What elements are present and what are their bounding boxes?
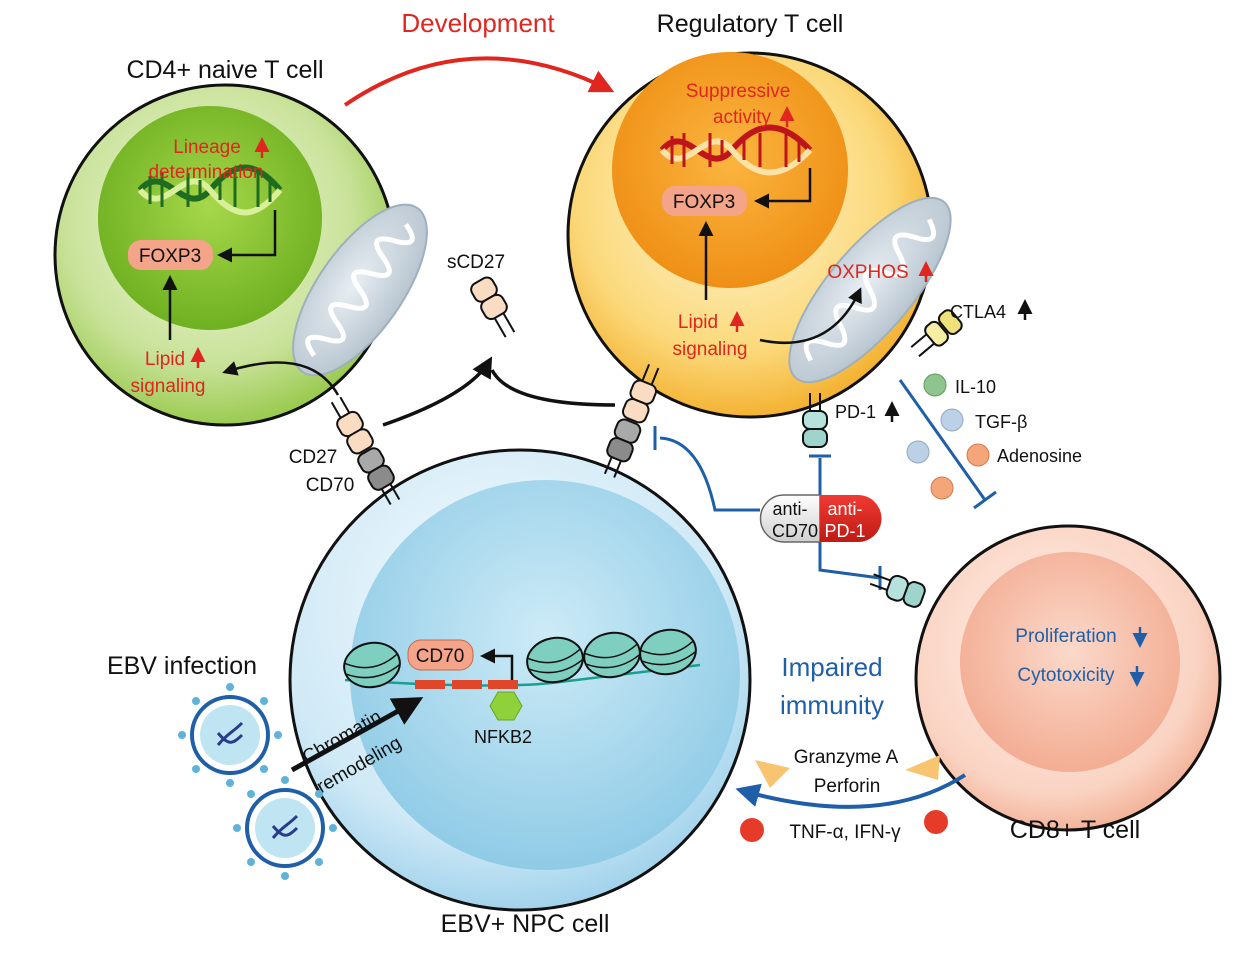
tgfb-molecule-2 bbox=[906, 440, 930, 464]
cd27-label: CD27 bbox=[289, 447, 338, 468]
lipid-to-oxphos-arrow bbox=[759, 287, 862, 345]
signaling-label: signaling bbox=[673, 339, 748, 360]
nucleosome-icon bbox=[639, 628, 697, 676]
cd4-nucleus bbox=[98, 106, 322, 330]
cd8-t-cell: Proliferation Cytotoxicity CD8+ T cell bbox=[914, 524, 1222, 844]
tgfb-label: TGF-β bbox=[975, 412, 1027, 432]
lipid-label: Lipid bbox=[678, 312, 718, 333]
impaired-label: Impaired bbox=[781, 652, 882, 682]
ebv-virus-icon bbox=[178, 683, 282, 787]
ebv-npc-cell: EBV+ NPC cell CD70 NFKB2 Chromatin rem bbox=[288, 448, 752, 938]
il10-label: IL-10 bbox=[955, 377, 996, 397]
cd27-cd70-complex-left bbox=[330, 396, 401, 505]
shedding-arrow-right bbox=[490, 369, 616, 407]
nfkb2-icon bbox=[489, 691, 523, 721]
signaling-label: signaling bbox=[131, 376, 206, 397]
shedding-arrow-left bbox=[382, 356, 493, 427]
oxphos-label: OXPHOS bbox=[827, 262, 908, 283]
transcription-arrow bbox=[480, 648, 514, 680]
anti-pd1-label-b: PD-1 bbox=[824, 521, 865, 541]
tnf-ifn-label: TNF-α, IFN-γ bbox=[789, 822, 901, 843]
adenosine-label: Adenosine bbox=[997, 446, 1082, 466]
scd27-molecule-icon bbox=[470, 276, 516, 338]
cd70-promoter-segment bbox=[488, 680, 518, 689]
nucleosome-icon bbox=[526, 636, 584, 684]
anti-cd70-anti-pd1-pill bbox=[759, 494, 882, 543]
chromatin-remodeling-arrow bbox=[290, 697, 424, 773]
dna-helix-icon bbox=[137, 164, 283, 216]
anti-cd70-label-b: CD70 bbox=[772, 521, 818, 541]
anti-cd70-label-a: anti- bbox=[772, 499, 807, 519]
development-label: Development bbox=[401, 8, 555, 38]
granzyme-icon bbox=[755, 760, 790, 788]
cd4-cell-title: CD4+ naive T cell bbox=[126, 56, 323, 84]
development-arrow bbox=[343, 56, 615, 107]
lipid-label: Lipid bbox=[145, 349, 185, 370]
cytotoxic-attack-arrow bbox=[735, 773, 967, 809]
tnf-molecule bbox=[740, 818, 764, 842]
foxp3-box bbox=[128, 240, 213, 270]
proliferation-label: Proliferation bbox=[1015, 626, 1116, 647]
granzyme-label: Granzyme A bbox=[794, 747, 899, 768]
determination-label: determination bbox=[148, 162, 263, 183]
pd1-receptor-cd8 bbox=[869, 573, 926, 608]
foxp3-label: FOXP3 bbox=[139, 246, 201, 267]
suppressive-label: Suppressive bbox=[686, 81, 791, 102]
pd1-label: PD-1 bbox=[835, 402, 876, 422]
pd1-receptor-treg bbox=[802, 393, 828, 448]
cd4-naive-t-cell: CD4+ naive T cell Lineage determination … bbox=[53, 56, 428, 427]
scd27-label: sCD27 bbox=[447, 252, 505, 273]
cd70-gene-label: CD70 bbox=[416, 646, 465, 667]
cd70-promoter-segment bbox=[415, 680, 445, 689]
adenosine-molecule-2 bbox=[930, 476, 954, 500]
autoregulation-arrow bbox=[754, 168, 812, 209]
il10-molecule bbox=[923, 373, 947, 397]
activity-label: activity bbox=[713, 107, 772, 128]
cd8-nucleus bbox=[960, 552, 1180, 772]
cd27-to-lipid-arrow bbox=[222, 361, 340, 396]
nucleosome-icon bbox=[343, 641, 401, 689]
cytokine-inhibition-line bbox=[898, 379, 987, 501]
immunity-label: immunity bbox=[780, 690, 884, 720]
regulatory-t-cell: Regulatory T cell Suppressive activity F… bbox=[566, 10, 952, 419]
cd70-label: CD70 bbox=[306, 475, 355, 496]
cd8-cell-title: CD8+ T cell bbox=[1010, 816, 1140, 844]
tgfb-molecule bbox=[940, 408, 964, 432]
ctla4-label: CTLA4 bbox=[950, 302, 1006, 322]
ctla4-receptor bbox=[910, 309, 963, 358]
npc-cell-title: EBV+ NPC cell bbox=[441, 910, 610, 938]
cd27-cd70-complex-right bbox=[603, 363, 660, 478]
adenosine-molecule bbox=[966, 443, 990, 467]
anti-pd1-label-a: anti- bbox=[827, 499, 862, 519]
mitochondrion-icon bbox=[788, 196, 952, 384]
ebv-infection-label: EBV infection bbox=[107, 652, 257, 680]
perforin-icon bbox=[905, 755, 940, 780]
mitochondrion-icon bbox=[292, 203, 428, 377]
foxp3-label: FOXP3 bbox=[673, 192, 735, 213]
lineage-label: Lineage bbox=[173, 137, 241, 158]
anti-pd1-inhibition-line-down bbox=[818, 540, 881, 580]
autoregulation-arrow bbox=[217, 210, 277, 263]
cd70-promoter-segment bbox=[452, 680, 482, 689]
treg-cell-title: Regulatory T cell bbox=[657, 10, 844, 38]
nfkb2-label: NFKB2 bbox=[474, 727, 532, 747]
cytotoxicity-label: Cytotoxicity bbox=[1017, 665, 1115, 686]
cd70-gene-box bbox=[407, 639, 474, 671]
perforin-label: Perforin bbox=[814, 776, 881, 797]
cytokine-inhibition-bar bbox=[973, 490, 997, 510]
anti-cd70-inhibition-line bbox=[659, 436, 760, 512]
foxp3-box bbox=[662, 186, 747, 216]
ifn-molecule bbox=[924, 810, 948, 834]
ebv-virus-icon bbox=[233, 776, 337, 880]
dna-helix-icon bbox=[659, 124, 813, 176]
